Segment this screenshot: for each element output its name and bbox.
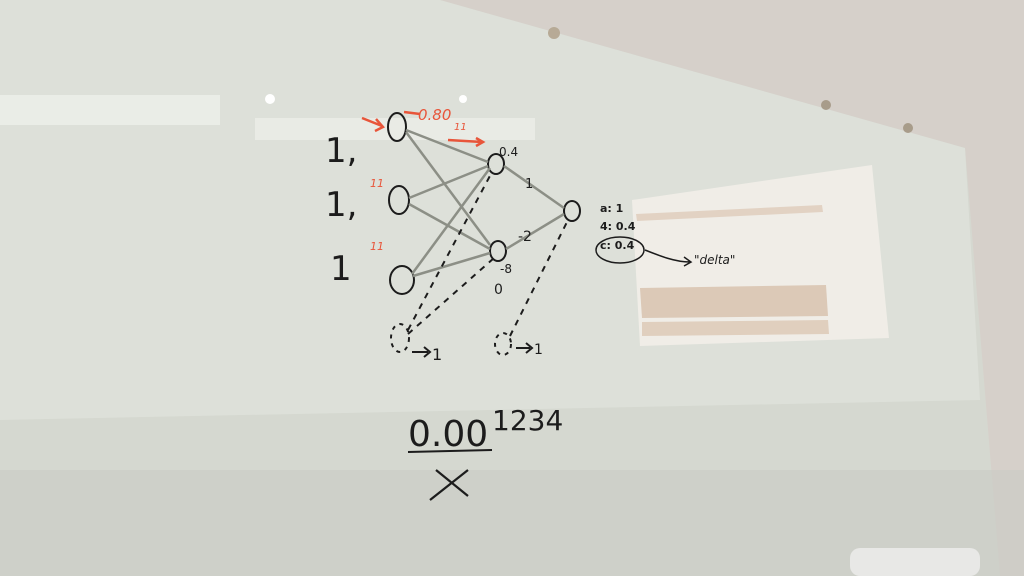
projected-band — [640, 285, 828, 318]
bias-label: 1 — [432, 345, 442, 364]
chair-back — [850, 548, 980, 576]
callout-label: "delta" — [694, 253, 735, 267]
red-arrow — [447, 136, 486, 148]
mounting-bolt — [903, 123, 913, 133]
edges — [404, 128, 565, 278]
bias-label: 1 — [534, 342, 543, 358]
node-label: 0.4 — [499, 145, 518, 159]
underline — [407, 449, 493, 453]
projected-band — [642, 320, 829, 336]
node-label: -2 — [518, 229, 532, 245]
red-label: 0.80 — [418, 106, 451, 124]
node-label: 0 — [494, 282, 503, 298]
node-label: -8 — [500, 262, 512, 276]
projected-band — [636, 205, 823, 221]
input-node — [387, 112, 407, 142]
legend-line: 4: 0.4 — [600, 220, 636, 233]
red-label: 11 — [454, 122, 467, 133]
ceiling-light-reflection — [265, 94, 275, 104]
red-arrow — [361, 116, 386, 133]
light-reflection — [0, 95, 220, 125]
red-label: 11 — [370, 177, 384, 190]
legend-line: c: 0.4 — [600, 239, 635, 252]
light-reflection — [255, 118, 535, 140]
hidden-node — [487, 153, 505, 175]
input-value: 1 — [330, 249, 352, 289]
mounting-bolt — [821, 100, 831, 110]
red-arrow — [403, 110, 421, 116]
legend: a: 1 4: 0.4 c: 0.4 — [600, 202, 636, 252]
legend-circle — [595, 236, 645, 264]
output-node — [563, 200, 581, 222]
input-value: 1, — [325, 185, 357, 225]
input-node — [388, 185, 410, 215]
mounting-bolt — [548, 27, 560, 39]
network-diagram — [387, 112, 581, 358]
number-rest: 1234 — [492, 404, 563, 437]
arrow — [516, 342, 534, 354]
hidden-node — [489, 240, 507, 262]
cross-mark — [429, 469, 469, 501]
bias-node — [494, 332, 512, 356]
input-node — [389, 265, 415, 295]
legend-line: a: 1 — [600, 202, 623, 215]
input-value: 1, — [325, 131, 357, 171]
number-underlined: 0.00 — [408, 414, 488, 455]
red-annotations — [361, 110, 486, 148]
bias-node — [390, 323, 410, 353]
red-label: 11 — [370, 240, 384, 253]
callout-arrow — [644, 249, 693, 267]
ceiling-light-reflection — [459, 95, 467, 103]
arrow — [412, 346, 432, 358]
node-label: 1 — [525, 177, 533, 192]
